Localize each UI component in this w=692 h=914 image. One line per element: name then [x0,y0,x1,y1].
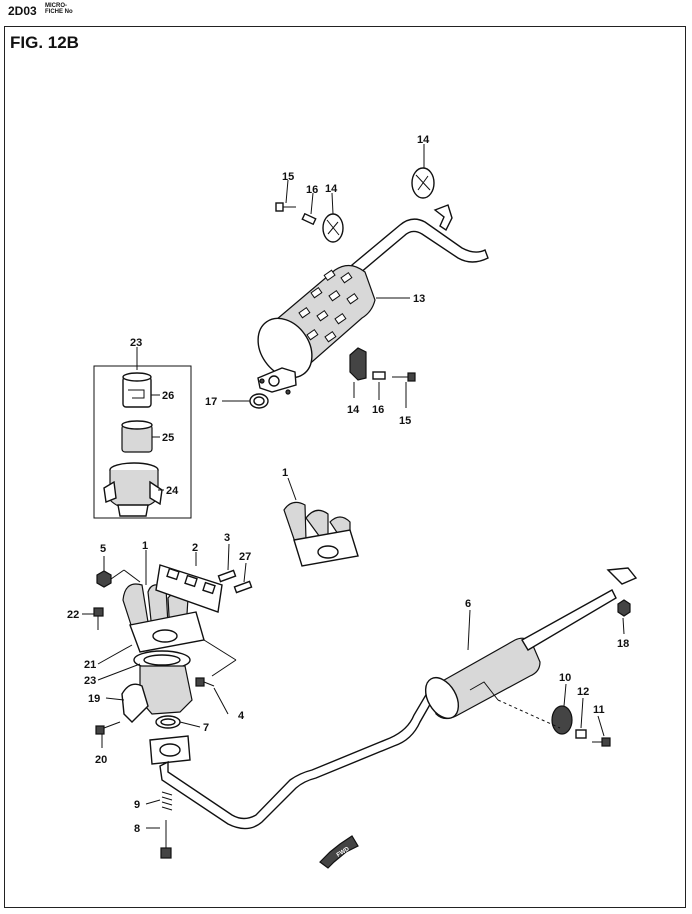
hanger-10 [551,705,573,735]
callout-11: 11 [593,704,605,716]
exhaust-pipe-6 [159,567,638,830]
callout-27: 27 [239,551,251,563]
bushing-12 [575,729,587,739]
microfiche-label-line1: MICRO- [45,3,67,9]
callout-19: 19 [88,693,100,705]
leader-lines [82,144,625,829]
callout-1-isolated: 1 [282,467,288,479]
callout-4: 4 [238,710,245,722]
callout-23-main: 23 [84,675,96,687]
manifold-gasket-2 [155,564,223,613]
callout-13: 13 [413,293,425,305]
hanger-rubber-lower [349,347,367,381]
callout-14-upper: 14 [325,183,338,195]
callout-2: 2 [192,542,198,554]
bolt-15-lower [392,372,416,382]
callout-26: 26 [162,390,174,402]
stud-27 [233,580,253,594]
rear-muffler [257,204,489,395]
exhaust-manifold-isolated [283,501,359,567]
bolt-8 [160,820,172,859]
callout-25: 25 [162,432,174,444]
bolt-15-upper [275,202,296,212]
stud-3 [217,569,237,583]
fwd-arrow-icon: FWD [319,835,359,869]
catalyst-gasket-23 [133,650,191,670]
hanger-rubber-upper [322,213,344,243]
callout-24: 24 [166,485,179,497]
callout-7: 7 [203,722,209,734]
callout-6: 6 [465,598,471,610]
callout-23-inset: 23 [130,337,142,349]
callout-15-upper: 15 [282,171,294,183]
callout-5: 5 [100,543,106,555]
bushing-16-lower [372,371,386,380]
flange-pipe [149,735,191,765]
bolt-22 [93,607,104,630]
gasket-17 [249,393,269,409]
callout-1-main: 1 [142,540,148,552]
callout-9: 9 [134,799,140,811]
callout-15-lower: 15 [399,415,411,427]
callout-3: 3 [224,532,230,544]
catalyst-converter-24 [103,462,163,517]
gasket-7 [155,715,181,729]
figure-frame [4,26,686,908]
callout-14-top: 14 [417,134,430,146]
callout-14-lower: 14 [347,404,360,416]
callout-20: 20 [95,754,107,766]
figure-title: FIG. 12B [10,33,79,52]
callout-8: 8 [134,823,140,835]
callout-16-lower: 16 [372,404,384,416]
hanger-rubber-top [411,167,435,199]
bolt-11 [592,737,611,747]
microfiche-label-line2: FICHE No [45,9,73,15]
catalyst-inset-box [93,365,192,519]
spring-9 [161,791,173,811]
callout-labels: 15 16 14 14 13 14 16 15 17 23 26 25 24 1… [67,134,629,835]
bolt-4 [195,677,215,687]
catalyst-ring-25 [121,420,153,453]
microfiche-label: MICRO- FICHE No [45,3,73,15]
bolt-20 [95,721,121,735]
catalyst-ring-26 [122,372,152,408]
callout-17: 17 [205,396,217,408]
callout-10: 10 [559,672,571,684]
microfiche-code: 2D03 [8,4,37,18]
callout-12: 12 [577,686,589,698]
nut-18 [617,599,631,617]
bracket-19 [121,683,149,723]
callout-18: 18 [617,638,629,650]
callout-21: 21 [84,659,96,671]
nut-5 [96,570,112,588]
bushing-16-upper [301,212,317,226]
callout-22: 22 [67,609,79,621]
callout-16-upper: 16 [306,184,318,196]
